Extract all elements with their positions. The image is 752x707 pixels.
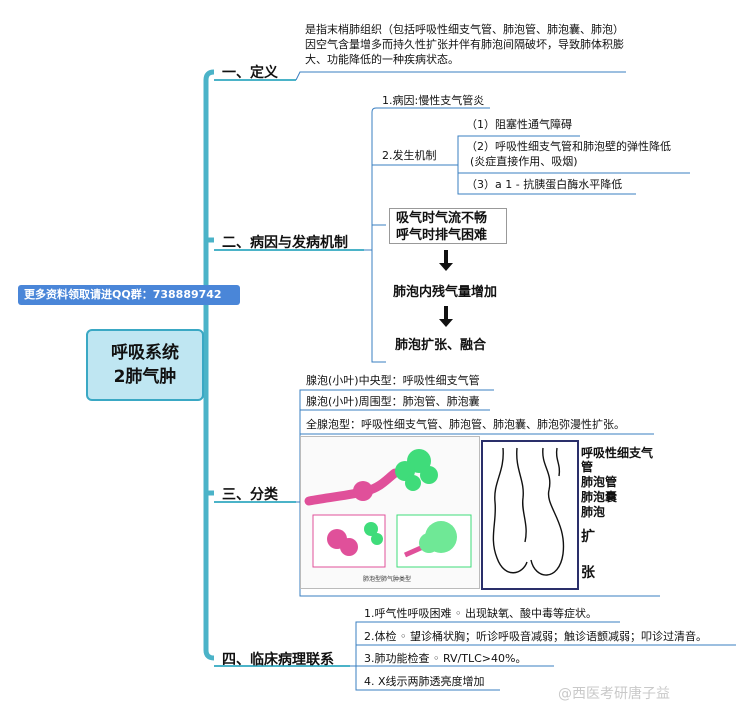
flow-step-1a: 吸气时气流不畅 [396,210,506,227]
label-alveolar-duct: 肺泡管 [581,475,617,489]
branch-types: 三、分类 [222,484,278,504]
mechanism-label: 2.发生机制 [382,149,437,163]
mechanism-3: （3）a 1 - 抗胰蛋白酶水平降低 [466,178,622,192]
etiology-text: 1.病因:慢性支气管炎 [382,94,484,108]
flow-step-1b: 呼气时排气困难 [396,227,506,244]
label-dilate-1: 扩 [581,530,595,544]
flow-step-1: 吸气时气流不畅 呼气时排气困难 [389,208,507,244]
type-centriacinar: 腺泡(小叶)中央型：呼吸性细支气管 [306,374,480,388]
label-alveolus: 肺泡 [581,505,605,519]
emphysema-types-figure: 肺泡型肺气肿类型 [300,436,480,589]
watermark: @西医考研唐子益 [558,683,670,703]
label-dilate-2: 张 [581,566,595,580]
definition-text: 是指末梢肺组织（包括呼吸性细支气管、肺泡管、肺泡囊、肺泡）因空气含量增多而持久性… [305,22,627,67]
clinical-2: 2.体检 ◦ 望诊桶状胸；听诊呼吸音减弱；触诊语颤减弱；叩诊过清音。 [364,630,707,644]
type-panacinar: 全腺泡型：呼吸性细支气管、肺泡管、肺泡囊、肺泡弥漫性扩张。 [306,418,625,432]
flow-step-2: 肺泡内残气量增加 [393,281,497,300]
clinical-1: 1.呼气性呼吸困难 ◦ 出现缺氧、酸中毒等症状。 [364,607,597,621]
down-arrow-icon [444,306,448,320]
label-resp-bronchiole-cont: 管 [581,460,593,474]
branch-cause: 二、病因与发病机制 [222,232,348,252]
clinical-4: 4. X线示两肺透亮度增加 [364,675,485,689]
qq-group-banner[interactable]: 更多资料领取请进QQ群：738889742 [18,285,240,305]
figure-caption: 肺泡型肺气肿类型 [363,575,411,583]
mechanism-1: （1）阻塞性通气障碍 [466,118,572,132]
root-title-line2: 2肺气肿 [111,365,179,389]
branch-definition: 一、定义 [222,62,278,82]
mechanism-2a: （2）呼吸性细支气管和肺泡壁的弹性降低 [466,140,671,154]
label-resp-bronchiole: 呼吸性细支气 [581,446,653,460]
mechanism-2b: (炎症直接作用、吸烟) [470,155,578,169]
label-alveolar-sac: 肺泡囊 [581,490,617,504]
down-arrow-icon [444,250,448,264]
acinus-sketch [481,440,579,590]
flow-step-3: 肺泡扩张、融合 [395,334,486,353]
clinical-3: 3.肺功能检查 ◦ RV/TLC>40%。 [364,652,526,666]
type-paraseptal: 腺泡(小叶)周围型：肺泡管、肺泡囊 [306,395,480,409]
branch-clinical: 四、临床病理联系 [222,649,334,669]
root-title-line1: 呼吸系统 [111,341,179,365]
